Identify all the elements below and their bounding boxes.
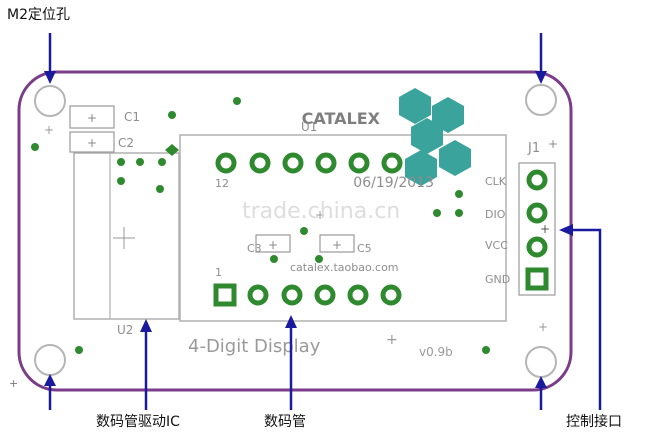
board-date: 06/19/2013 [353, 175, 434, 191]
driver-ic-outline [73, 152, 180, 320]
watermark: trade.china.cn [242, 199, 400, 224]
pin1-marker [165, 144, 179, 156]
svg-text:+: + [9, 377, 18, 390]
display-outline [179, 134, 507, 322]
mount-hole-bottom-left [34, 344, 66, 376]
annotation-arrows [48, 33, 602, 410]
label-c3: C3 [247, 242, 262, 255]
board-url: catalex.taobao.com [290, 261, 399, 274]
label-gnd: GND [485, 273, 510, 286]
label-dio: DIO [485, 208, 506, 221]
annotation-mount-hole: M2定位孔 [7, 7, 70, 23]
pin-vcc [526, 236, 548, 258]
label-j1: J1 [527, 141, 540, 156]
label-pin12: 12 [215, 177, 229, 190]
vias [31, 97, 490, 354]
label-u1: U1 [301, 120, 317, 134]
svg-text:+: + [87, 136, 97, 150]
svg-text:+: + [538, 320, 548, 334]
label-clk: CLK [485, 175, 507, 188]
svg-text:+: + [332, 238, 342, 252]
digit-pins-bottom [213, 283, 402, 307]
svg-text:+: + [87, 111, 97, 125]
label-vcc: VCC [485, 239, 508, 252]
svg-text:+: + [386, 332, 398, 348]
pin-gnd [525, 267, 549, 291]
pin-dio [526, 202, 548, 224]
label-c1: C1 [124, 110, 140, 124]
label-pin1: 1 [215, 266, 222, 279]
connector-j1-outline [518, 162, 556, 296]
label-c2: C2 [118, 136, 134, 150]
brand-text: CATALEX [302, 109, 381, 128]
capacitor-c2-footprint [69, 131, 115, 153]
annotation-control-port: 控制接口 [566, 414, 622, 430]
svg-text:+: + [44, 123, 54, 137]
svg-text:+: + [268, 238, 278, 252]
product-name: 4-Digit Display [188, 336, 321, 357]
board-version: v0.9b [419, 345, 453, 359]
pin-clk [526, 169, 548, 191]
svg-text:+: + [540, 222, 550, 236]
digit-pins-top [215, 152, 403, 174]
capacitor-c1-footprint [69, 105, 115, 129]
annotation-arrowheads [44, 71, 573, 388]
annotation-driver-ic: 数码管驱动IC [96, 414, 180, 430]
mount-hole-top-right [525, 84, 557, 116]
label-c5: C5 [357, 242, 372, 255]
annotation-digit-display: 数码管 [264, 414, 306, 430]
svg-text:+: + [315, 208, 325, 222]
capacitor-c3-footprint [255, 234, 291, 253]
svg-text:+: + [548, 137, 558, 151]
mount-hole-top-left [34, 85, 66, 117]
capacitor-c5-footprint [319, 234, 355, 253]
catalex-logo [399, 88, 471, 186]
label-u2: U2 [117, 323, 133, 337]
mount-hole-bottom-right [525, 346, 557, 378]
